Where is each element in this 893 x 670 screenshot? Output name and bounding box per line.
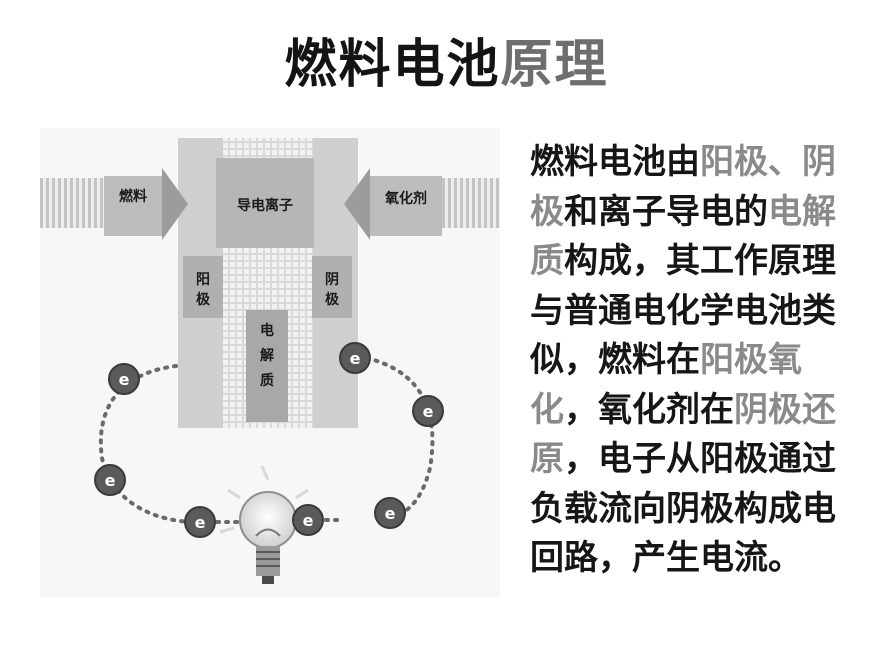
anode-box — [183, 256, 223, 318]
cathode-box — [312, 256, 352, 318]
title-suffix: 原理 — [500, 34, 609, 95]
description-text: 燃料电池由阳极、阴极和离子导电的电解质构成，其工作原理与普通电化学电池类似，燃料… — [530, 138, 860, 584]
electron-icon: e — [94, 464, 126, 496]
anode-label-2: 极 — [196, 291, 211, 308]
title-main: 燃料电池 — [284, 34, 501, 95]
electrolyte-label-3: 质 — [260, 372, 274, 389]
electrolyte-box — [246, 310, 288, 422]
electron-icon: e — [184, 506, 216, 538]
electron-icon: e — [292, 504, 324, 536]
electron-icon: e — [339, 342, 371, 374]
conductive-ion-label: 导电离子 — [237, 197, 293, 214]
svg-text:e: e — [423, 402, 434, 421]
cathode-label-1: 阴 — [325, 272, 339, 288]
svg-text:e: e — [385, 504, 396, 523]
svg-text:e: e — [105, 471, 116, 490]
electron-icon: e — [108, 363, 140, 395]
svg-text:e: e — [195, 513, 206, 532]
description-segment-highlight: 阳极氧化 — [530, 340, 802, 430]
fuel-cell-diagram: 燃料 氧化剂 导电离子 阳 极 阴 极 电 解 质 — [40, 128, 500, 598]
svg-text:e: e — [350, 349, 361, 368]
oxidant-box — [370, 176, 442, 236]
electrolyte-label-1: 电 — [260, 322, 274, 339]
description-segment: ，氧化剂在 — [564, 389, 734, 430]
electron-icon: e — [412, 395, 444, 427]
description-segment: 燃料电池由 — [530, 142, 700, 182]
oxidant-inlet-stripes — [440, 178, 500, 228]
oxidant-arrow-icon — [344, 168, 370, 240]
cathode-label-2: 极 — [325, 291, 340, 308]
description-segment-highlight: 阳极、阴极 — [530, 142, 836, 232]
conductive-ion-box — [216, 158, 314, 248]
fuel-arrow-icon — [162, 168, 188, 240]
description-segment: 和离子导电的 — [564, 191, 768, 232]
fuel-label: 燃料 — [119, 188, 147, 205]
svg-text:e: e — [303, 511, 314, 530]
electron-icon: e — [374, 497, 406, 529]
description-segment-highlight: 阴极还原 — [530, 389, 836, 480]
description-segment: ，电子从阳极通过负载流向阴极构成电回路，产生电流。 — [530, 439, 836, 578]
fuel-box — [104, 176, 162, 236]
page-title: 燃料电池原理 — [0, 22, 893, 97]
description-segment: 构成，其工作原理与普通电化学电池类似，燃料在 — [530, 241, 836, 380]
anode-label-1: 阳 — [196, 272, 210, 288]
oxidant-label: 氧化剂 — [384, 190, 427, 207]
description-segment-highlight: 电解质 — [530, 191, 836, 282]
electrolyte-label-2: 解 — [260, 347, 274, 364]
svg-text:e: e — [119, 370, 130, 389]
fuel-inlet-stripes — [40, 178, 104, 228]
light-bulb-icon — [219, 465, 317, 584]
